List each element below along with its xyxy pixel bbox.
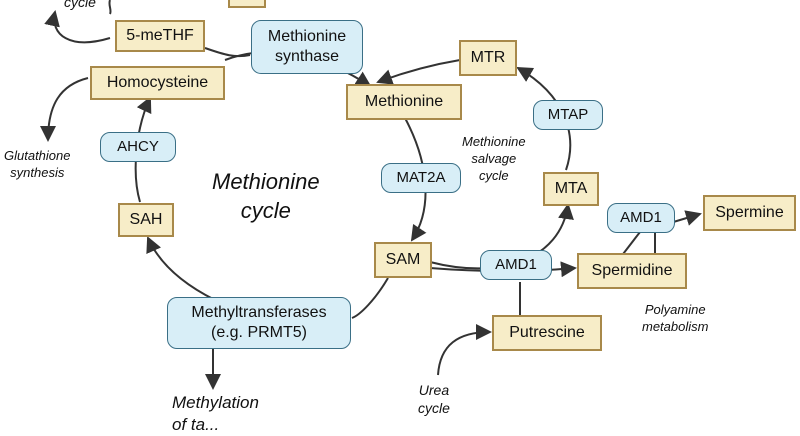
label-methionine-cycle-line1: Methionine — [212, 169, 320, 194]
arrow-mtr-to-methionine — [376, 59, 461, 85]
label-salvage-line3: cycle — [478, 167, 509, 183]
enzyme-amd1-polyamine: AMD1 — [607, 203, 675, 233]
label-methylation-line2: of ta... — [172, 415, 220, 435]
label-cycle-top: cycle — [64, 0, 96, 10]
arrow-to-cycle-top — [108, 0, 112, 15]
label-methylation: Methylation of ta... — [172, 392, 259, 436]
label-methionine-salvage-cycle: Methionine salvage cycle — [462, 134, 526, 185]
arrow-homocysteine-to-glutathione — [40, 77, 89, 142]
arrow-5methf-to-folate-cycle — [44, 10, 111, 44]
label-methylation-line1: Methylation — [172, 393, 259, 412]
metabolite-sam: SAM — [374, 242, 432, 278]
metabolite-mta: MTA — [543, 172, 599, 206]
enzyme-methyltransferases-line1: Methyltransferases — [191, 304, 327, 321]
label-methionine-cycle: Methionine cycle — [212, 168, 320, 225]
label-polyamine-line2: metabolism — [642, 318, 709, 334]
enzyme-methionine-synthase-line2: synthase — [274, 48, 340, 65]
label-polyamine-metabolism: Polyamine metabolism — [642, 302, 708, 336]
metabolite-sah: SAH — [118, 203, 174, 237]
top-cut-box — [228, 0, 266, 8]
enzyme-mtap: MTAP — [533, 100, 603, 130]
arrow-methyltransferases-to-sah — [146, 236, 216, 301]
arrow-urea-to-putrescine — [437, 324, 492, 376]
enzyme-amd1-sam: AMD1 — [480, 250, 552, 280]
metabolite-methionine: Methionine — [346, 84, 462, 120]
enzyme-methionine-synthase: Methionine synthase — [251, 20, 363, 74]
metabolite-5-methf: 5-meTHF — [115, 20, 205, 52]
label-salvage-line1: Methionine — [462, 134, 526, 149]
arrow-5methf-side — [204, 47, 251, 58]
enzyme-methyltransferases: Methyltransferases (e.g. PRMT5) — [167, 297, 351, 349]
label-urea-line1: Urea — [418, 382, 450, 398]
label-polyamine-line1: Polyamine — [644, 302, 706, 317]
enzyme-methyltransferases-line2: (e.g. PRMT5) — [210, 324, 307, 341]
enzyme-methionine-synthase-line1: Methionine — [267, 28, 347, 45]
label-glutathione-synthesis: Glutathione synthesis — [4, 148, 71, 182]
arrow-sam-to-methyltransferases — [351, 277, 389, 319]
label-glutathione-line1: Glutathione — [4, 148, 71, 163]
label-salvage-line2: salvage — [471, 150, 517, 166]
label-urea-cycle: Urea cycle — [418, 381, 450, 417]
metabolite-spermidine: Spermidine — [577, 253, 687, 289]
metabolite-spermine: Spermine — [703, 195, 796, 231]
label-methionine-cycle-line2: cycle — [240, 197, 291, 223]
metabolite-mtr: MTR — [459, 40, 517, 76]
metabolite-putrescine: Putrescine — [492, 315, 602, 351]
enzyme-ahcy: AHCY — [100, 132, 176, 162]
methionine-pathway-diagram: cycle Methionine cycle Glutathione synth… — [4, 0, 796, 434]
label-urea-line2: cycle — [418, 400, 450, 417]
metabolite-homocysteine: Homocysteine — [90, 66, 225, 100]
enzyme-mat2a: MAT2A — [381, 163, 461, 193]
label-glutathione-line2: synthesis — [10, 164, 65, 180]
